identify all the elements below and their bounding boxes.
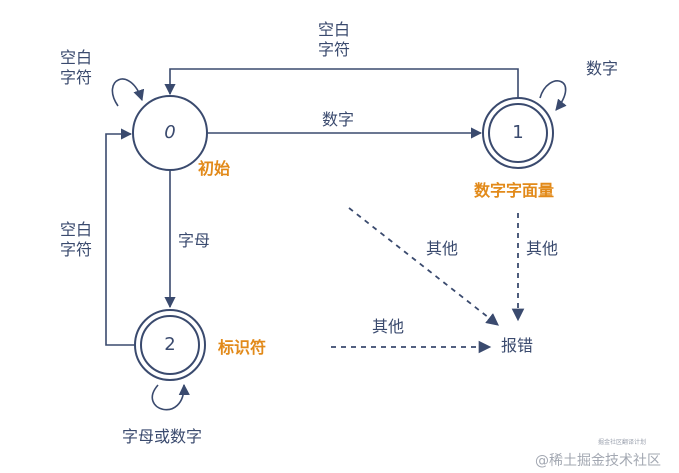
label-s0-to-s2: 字母 [178,231,211,250]
label-s2-to-error: 其他 [372,317,405,336]
label-s1-self: 数字 [586,59,619,78]
state-2-id: 2 [164,334,176,355]
self-loop-0 [111,78,145,107]
self-loop-2 [151,383,190,411]
watermark-small: 掘金社区翻译计划 [598,439,647,446]
label-s0-self: 空白 字符 [60,48,93,87]
state-0-id: 0 [164,122,176,143]
error-node: 报错 [501,336,534,355]
label-s0-to-s1: 数字 [322,110,355,129]
self-loop-1 [539,80,567,111]
label-s2-to-s0: 空白 字符 [60,220,93,259]
state-1-name: 数字字面量 [474,181,555,200]
state-0-name: 初始 [198,159,231,178]
watermark-large: @稀土掘金技术社区 [535,453,661,469]
label-diag-to-error: 其他 [426,239,459,258]
label-s1-to-s0: 空白 字符 [318,20,351,59]
state-1-id: 1 [512,122,524,143]
label-s1-to-error: 其他 [526,239,559,258]
edge-2-to-0 [105,128,136,346]
edge-1-to-0 [164,68,519,98]
state-2-name: 标识符 [218,338,267,357]
label-s2-self: 字母或数字 [122,427,203,446]
edge-diag-to-error [348,207,499,326]
